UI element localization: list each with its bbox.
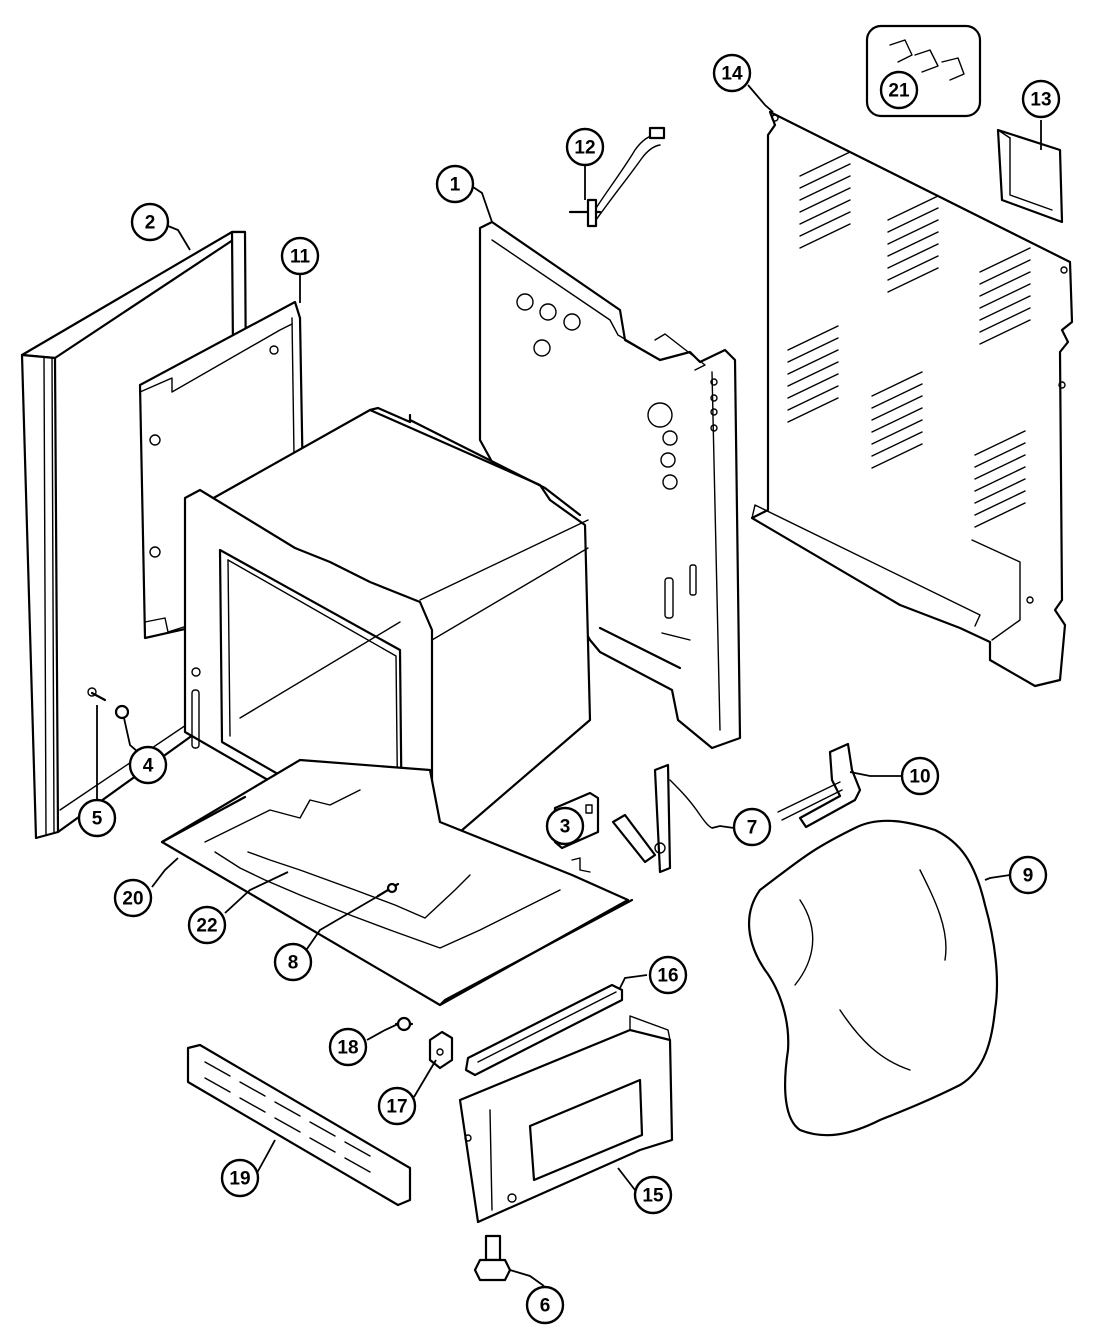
part-rear-panel xyxy=(750,110,1074,688)
callout-14: 14 xyxy=(712,53,752,93)
callout-12: 12 xyxy=(565,127,605,167)
callout-2: 2 xyxy=(130,202,170,242)
svg-text:16: 16 xyxy=(657,966,678,987)
callout-19: 19 xyxy=(220,1158,260,1198)
callout-11: 11 xyxy=(280,236,320,276)
part-insulation xyxy=(747,819,999,1137)
svg-text:13: 13 xyxy=(1030,90,1051,111)
callout-4: 4 xyxy=(128,745,168,785)
callout-3: 3 xyxy=(545,806,585,846)
part-hardware-4-5 xyxy=(87,687,130,720)
svg-text:9: 9 xyxy=(1023,866,1034,887)
callout-15: 15 xyxy=(633,1175,673,1215)
svg-text:15: 15 xyxy=(642,1186,664,1207)
svg-text:3: 3 xyxy=(560,817,571,838)
svg-text:22: 22 xyxy=(196,916,217,937)
part-side-panel xyxy=(478,220,742,750)
callout-10: 10 xyxy=(900,756,940,796)
part-rail-16 xyxy=(464,983,624,1077)
svg-text:4: 4 xyxy=(143,756,154,777)
svg-text:10: 10 xyxy=(909,767,930,788)
svg-text:19: 19 xyxy=(229,1169,250,1190)
callout-1: 1 xyxy=(435,164,475,204)
callouts: 1 2 3 4 5 6 7 8 9 10 11 12 13 14 15 16 1… xyxy=(77,53,1061,1325)
part-wire-clips-21 xyxy=(865,24,982,118)
svg-text:6: 6 xyxy=(540,1296,551,1317)
svg-text:7: 7 xyxy=(747,818,758,839)
callout-16: 16 xyxy=(648,955,688,995)
part-hinge-7 xyxy=(611,763,713,874)
svg-text:2: 2 xyxy=(145,213,156,234)
part-drawer-15 xyxy=(458,1015,674,1224)
callout-8: 8 xyxy=(273,942,313,982)
svg-text:17: 17 xyxy=(386,1097,407,1118)
part-bracket-13 xyxy=(996,128,1064,224)
part-screw-8 xyxy=(376,882,400,898)
svg-text:18: 18 xyxy=(337,1038,358,1059)
callout-7: 7 xyxy=(732,807,772,847)
callout-21: 21 xyxy=(879,70,919,110)
svg-text:5: 5 xyxy=(92,809,103,830)
part-wire-12 xyxy=(568,126,666,228)
svg-text:12: 12 xyxy=(574,138,595,159)
callout-18: 18 xyxy=(328,1027,368,1067)
svg-text:11: 11 xyxy=(290,247,311,268)
callout-13: 13 xyxy=(1021,79,1061,119)
part-toe-kick-19 xyxy=(186,1043,412,1207)
part-leveling-leg-6 xyxy=(473,1234,512,1282)
part-bottom-tray xyxy=(160,758,634,1007)
svg-text:21: 21 xyxy=(888,81,910,102)
part-screw-18 xyxy=(394,1016,414,1032)
svg-text:1: 1 xyxy=(450,175,461,196)
part-bracket-10 xyxy=(777,742,862,829)
callout-17: 17 xyxy=(377,1086,417,1126)
svg-text:20: 20 xyxy=(122,889,143,910)
svg-text:8: 8 xyxy=(288,953,299,974)
callout-9: 9 xyxy=(1008,855,1048,895)
callout-22: 22 xyxy=(187,905,227,945)
leader-lines xyxy=(96,84,1042,1287)
part-clip-17 xyxy=(428,1030,454,1070)
svg-text:14: 14 xyxy=(721,64,743,85)
callout-5: 5 xyxy=(77,798,117,838)
callout-20: 20 xyxy=(113,878,153,918)
callout-6: 6 xyxy=(525,1285,565,1325)
